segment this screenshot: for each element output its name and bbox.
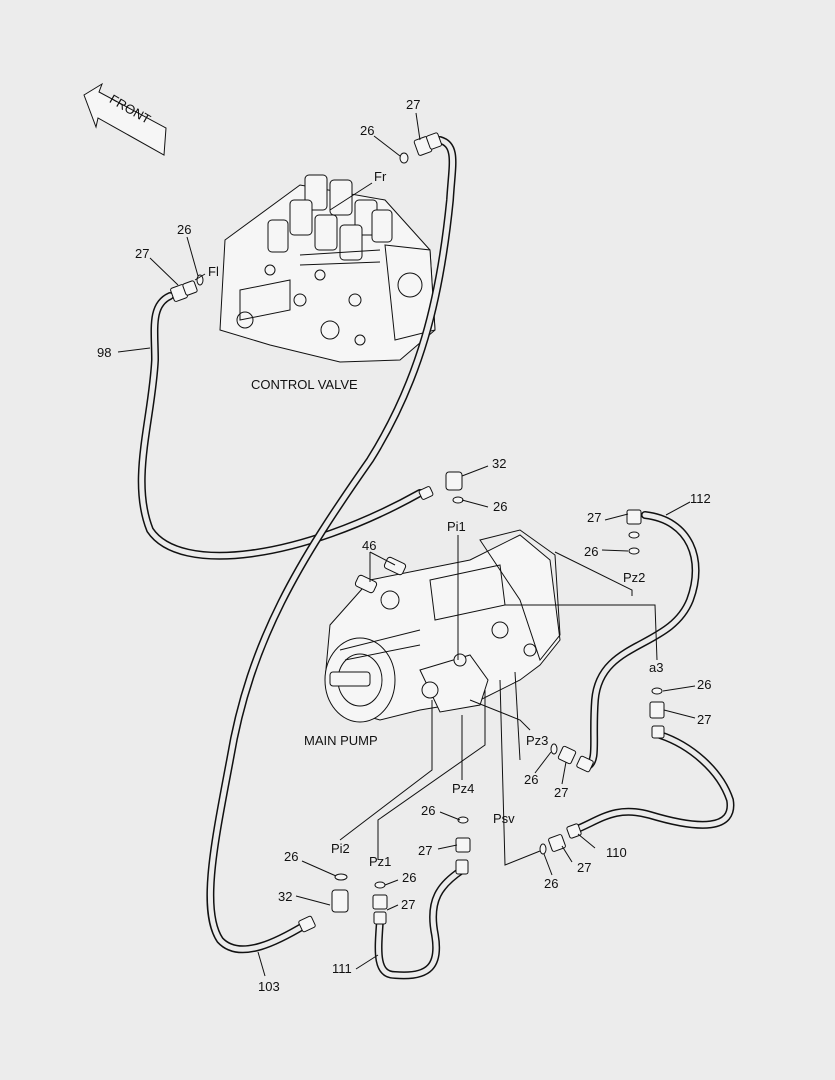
port-fl: Fl [208, 264, 219, 279]
hose-111 [374, 866, 466, 980]
fitting-pz2 [626, 509, 642, 555]
control-valve [219, 174, 436, 363]
fitting-pz1 [372, 881, 388, 925]
reference-lines [339, 535, 658, 866]
callout-27: 27 [554, 785, 568, 800]
port-pi1: Pi1 [447, 519, 466, 534]
main-pump [324, 529, 561, 723]
callout-26: 26 [177, 222, 191, 237]
port-pz3: Pz3 [526, 733, 548, 748]
callout-26: 26 [524, 772, 538, 787]
port-a3: a3 [649, 660, 663, 675]
callout-27: 27 [697, 712, 711, 727]
callout-110: 110 [606, 845, 627, 860]
control-valve-label: CONTROL VALVE [251, 377, 358, 392]
hose-112 [584, 511, 700, 770]
callout-26: 26 [360, 123, 374, 138]
hose-98 [137, 292, 424, 560]
fitting-psv [539, 823, 582, 855]
callout-111: 111 [332, 961, 352, 976]
callout-27: 27 [418, 843, 432, 858]
callout-26: 26 [697, 677, 711, 692]
callout-32: 32 [278, 889, 292, 904]
fitting-fr [399, 132, 442, 164]
callout-98: 98 [97, 345, 111, 360]
leader-lines [117, 112, 696, 977]
port-fr: Fr [374, 169, 387, 184]
fitting-46 [354, 556, 407, 594]
callout-26: 26 [584, 544, 598, 559]
callout-112: 112 [690, 491, 711, 506]
port-pz2: Pz2 [623, 570, 645, 585]
callout-27: 27 [406, 97, 420, 112]
callout-27: 27 [577, 860, 591, 875]
port-pz1: Pz1 [369, 854, 391, 869]
callout-32: 32 [492, 456, 506, 471]
hose-110 [571, 731, 735, 834]
fitting-a3 [649, 687, 665, 739]
callout-26: 26 [493, 499, 507, 514]
callout-26: 26 [402, 870, 416, 885]
port-psv: Psv [493, 811, 515, 826]
callout-26: 26 [284, 849, 298, 864]
callout-103: 103 [258, 979, 280, 994]
port-pz4: Pz4 [452, 781, 474, 796]
fitting-pi1 [418, 471, 464, 504]
hose-103 [206, 136, 457, 954]
fitting-pi2 [298, 873, 349, 933]
fitting-pz3 [550, 743, 594, 773]
callout-27: 27 [587, 510, 601, 525]
callout-46: 46 [362, 538, 376, 553]
main-pump-label: MAIN PUMP [304, 733, 378, 748]
fitting-fl [170, 274, 204, 302]
front-arrow: FRONT [83, 82, 167, 156]
callout-26: 26 [421, 803, 435, 818]
callout-27: 27 [401, 897, 415, 912]
fitting-pz4 [455, 816, 471, 875]
port-pi2: Pi2 [331, 841, 350, 856]
callout-26: 26 [544, 876, 558, 891]
callout-27: 27 [135, 246, 149, 261]
